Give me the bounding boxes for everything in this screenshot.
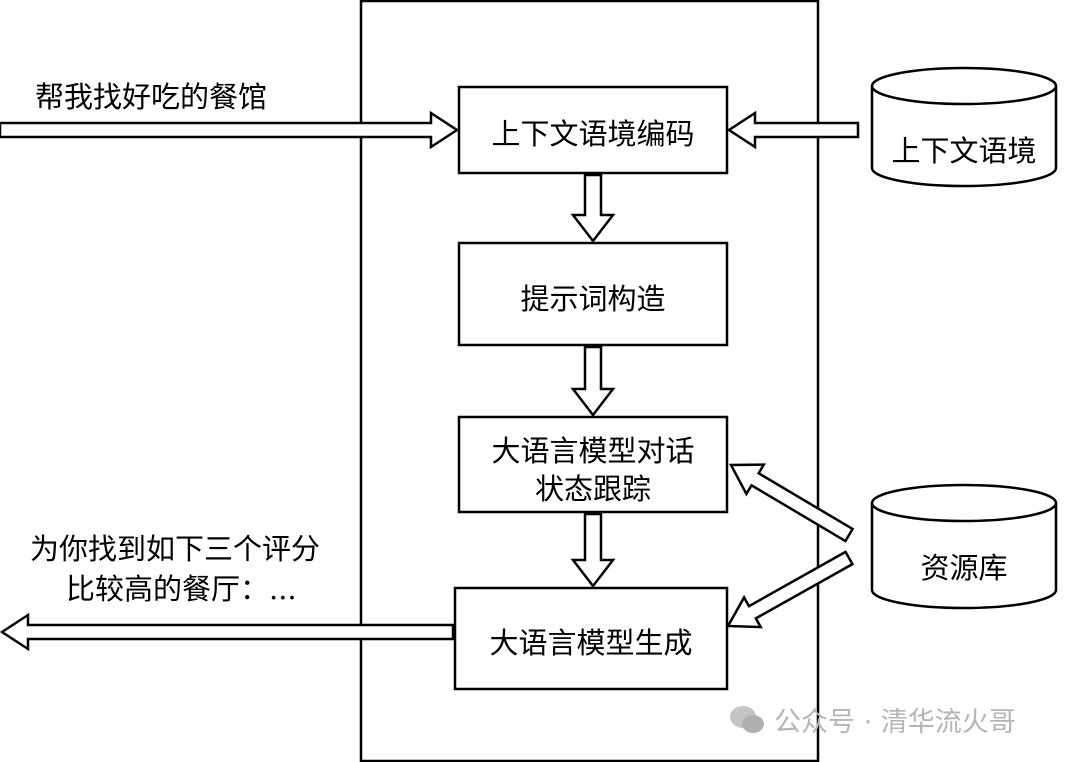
output-arrow [0,612,455,652]
output-text-line-2: 比较高的餐厅：... [66,572,297,606]
resources-store-label: 资源库 [920,551,1008,585]
context-cylinder [870,66,1058,188]
watermark: 公众号 · 清华流火哥 [728,700,1016,739]
watermark-text: 公众号 · 清华流火哥 [774,707,1016,738]
prompt-construction-box [457,241,729,347]
wechat-icon [730,705,764,733]
context-store-arrow [726,110,860,150]
input-arrow [0,110,460,150]
dst-label-line-1: 大语言模型对话 [491,434,695,468]
context-encoding-label: 上下文语境编码 [491,117,695,151]
output-text-line-1: 为你找到如下三个评分 [30,532,321,566]
arrow-dst-to-generation [570,512,616,589]
arrow-prompt-to-dst [570,345,616,418]
user-input-text: 帮我找好吃的餐馆 [35,80,268,114]
generation-box [453,586,729,691]
arrow-encoding-to-prompt [570,173,616,244]
dst-label-line-2: 状态跟踪 [534,472,651,506]
resources-cylinder [870,483,1058,610]
context-encoding-box [457,85,729,175]
system-boundary [359,0,820,762]
context-store-label: 上下文语境 [891,134,1037,168]
resources-to-generation-arrow [725,550,855,629]
generation-label: 大语言模型生成 [489,626,693,660]
resources-to-dst-arrow [728,463,855,543]
prompt-construction-label: 提示词构造 [520,282,666,316]
